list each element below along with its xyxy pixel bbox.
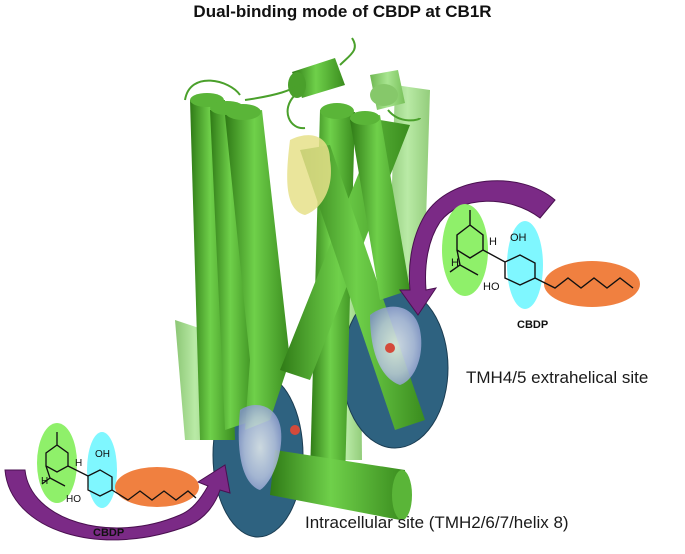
- lower-h2-label: H: [41, 476, 49, 487]
- upper-h2-label: H: [451, 257, 459, 269]
- upper-binding-arrow: [399, 180, 556, 316]
- extrahelical-site-label: TMH4/5 extrahelical site: [466, 368, 649, 387]
- upper-cbdp-structure: [442, 204, 640, 309]
- lower-cbdp-structure: [37, 423, 199, 508]
- loops: [184, 37, 421, 130]
- figure-title: Dual-binding mode of CBDP at CB1R: [193, 2, 492, 21]
- upper-oh-bottom-label: HO: [483, 281, 500, 293]
- lower-cbdp-name: CBDP: [93, 527, 125, 539]
- lower-oh-top-label: OH: [95, 449, 110, 460]
- lower-binding-arrow: [4, 464, 231, 541]
- upper-oh-top-label: OH: [510, 232, 527, 244]
- ligand-surfaces: [238, 135, 422, 490]
- transmembrane-helices: [190, 58, 425, 520]
- upper-h1-label: H: [489, 236, 497, 248]
- lower-oh-bottom-label: HO: [66, 494, 81, 505]
- upper-cbdp-name: CBDP: [517, 319, 549, 331]
- lower-h1-label: H: [75, 458, 83, 469]
- intracellular-site-label: Intracellular site (TMH2/6/7/helix 8): [305, 513, 569, 532]
